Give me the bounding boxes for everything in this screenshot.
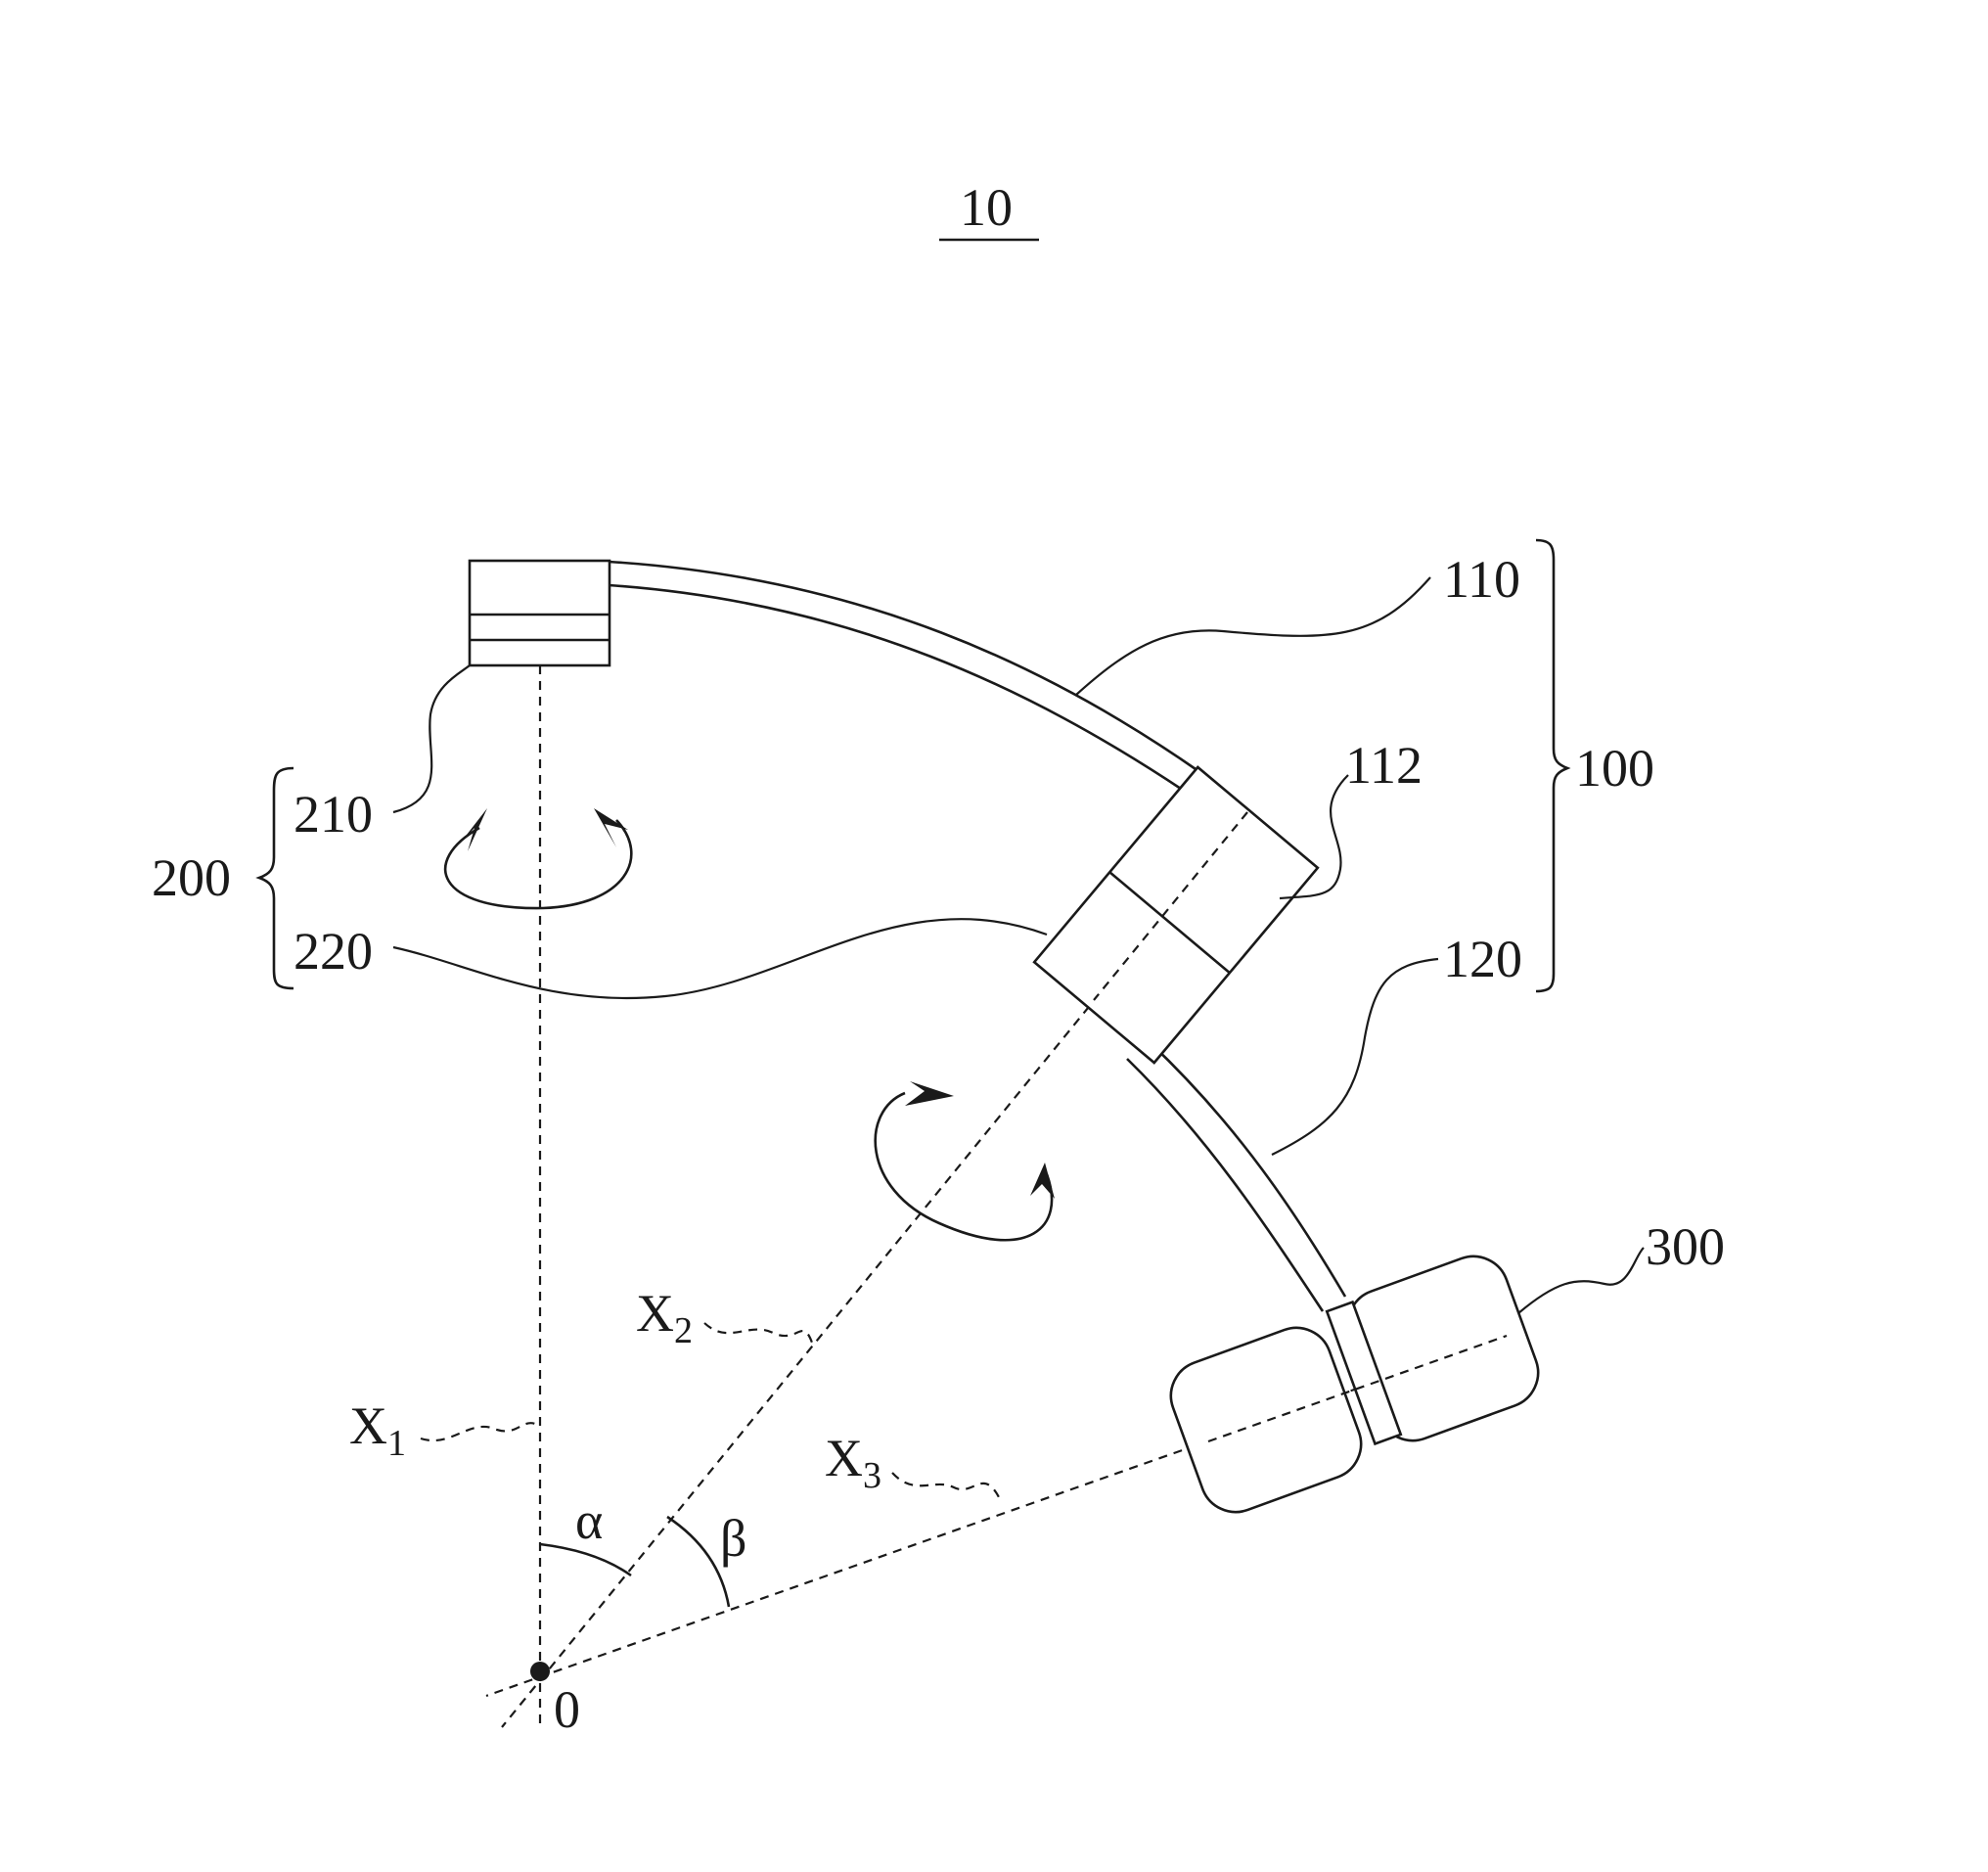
rod-120-inner	[1127, 1059, 1323, 1311]
angle-alpha-label: α	[575, 1491, 603, 1550]
leader-300	[1518, 1248, 1644, 1313]
bracket-200	[259, 768, 294, 988]
origin-point	[530, 1662, 550, 1681]
angle-beta-label: β	[720, 1509, 746, 1568]
label-200: 200	[152, 848, 231, 907]
leader-120	[1272, 959, 1438, 1155]
axis-x2-label: X2	[636, 1284, 693, 1351]
rotation-arrow-x2-head-right	[1030, 1163, 1055, 1199]
axis-x1-label: X1	[349, 1396, 406, 1464]
rotation-arrow-x2	[876, 1093, 1052, 1240]
label-220: 220	[294, 922, 373, 981]
label-112: 112	[1345, 736, 1423, 795]
axis-x1-leader	[421, 1423, 540, 1440]
axis-x2-leader	[704, 1323, 812, 1343]
device-300	[1161, 1247, 1548, 1522]
label-100: 100	[1575, 739, 1654, 798]
axis-x3	[486, 1336, 1507, 1696]
label-110: 110	[1443, 550, 1520, 609]
leader-210	[393, 665, 470, 812]
leader-110	[1076, 577, 1430, 695]
joint-112	[1034, 767, 1318, 1063]
axis-x3-label: X3	[825, 1429, 881, 1496]
axis-x3-leader	[892, 1473, 1000, 1499]
label-120: 120	[1443, 930, 1522, 988]
block-210	[470, 561, 610, 665]
rod-120-outer	[1150, 1042, 1345, 1297]
origin-label: 0	[554, 1680, 580, 1739]
leader-220	[393, 919, 1047, 998]
rotation-arrow-x1-head-left	[460, 808, 487, 851]
rotation-arrow-x2-head-top	[905, 1081, 954, 1106]
label-210: 210	[294, 785, 373, 844]
label-300: 300	[1646, 1217, 1725, 1276]
bracket-100	[1536, 540, 1567, 991]
figure-number: 10	[960, 178, 1013, 237]
rotation-arrow-x1-head-right	[594, 808, 628, 847]
